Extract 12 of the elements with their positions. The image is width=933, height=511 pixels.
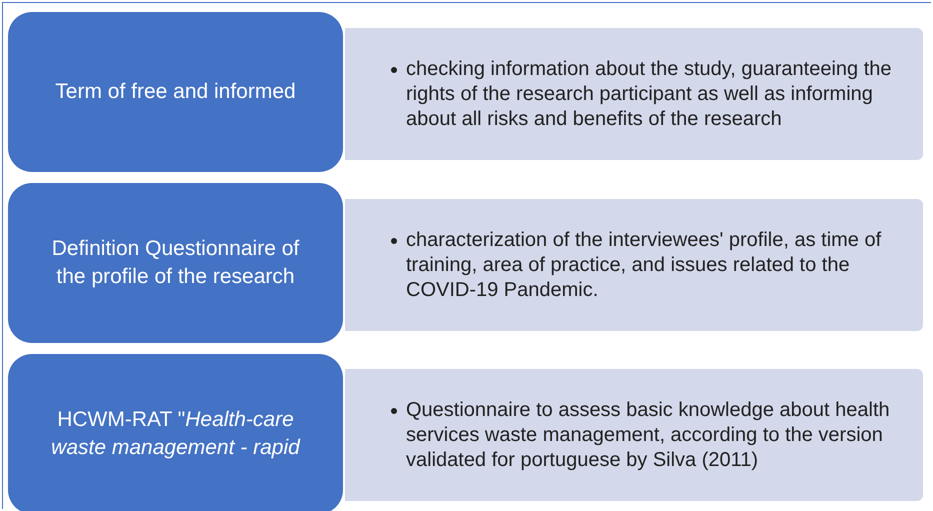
heading-text: Term of free and informed — [55, 79, 296, 105]
description-text: characterization of the interviewees' profile, as time of training, area of practice, and issues related to the COVID-19 Pandemic. — [406, 228, 882, 302]
item-heading-box — [8, 183, 343, 343]
description-panel — [345, 199, 923, 331]
heading-text: HCWM-RAT "Health-care waste management - rapid — [50, 407, 302, 461]
heading-text: Definition Questionnaire of the profile of the research — [50, 236, 300, 290]
item-heading-box — [8, 12, 343, 172]
description-panel — [345, 369, 923, 501]
description-text: Questionnaire to assess basic knowledge about health services waste management, according to the version validated for portuguese by Silva (2011) — [406, 398, 891, 472]
description-text: checking information about the study, guaranteeing the rights of the research participant as well as informing about all risks and benefits of the research — [406, 56, 893, 132]
item-heading-box — [8, 354, 343, 511]
description-panel — [345, 28, 923, 160]
